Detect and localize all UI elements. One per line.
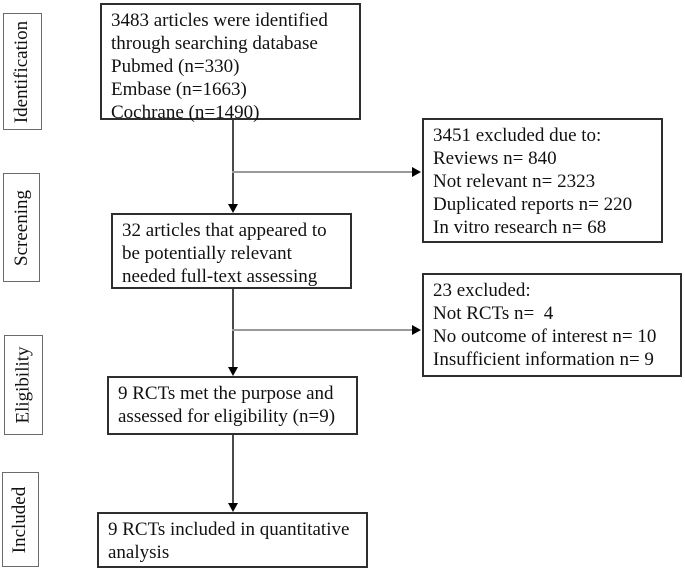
stage-label-identification: Identification bbox=[11, 20, 33, 123]
stage-label-screening: Screening bbox=[10, 189, 32, 266]
box-included-rcts: 9 RCTs included in quantitative analysis bbox=[97, 512, 368, 568]
arrowhead-right-to-excluded-screening-icon bbox=[412, 167, 421, 177]
arrowhead-right-to-excluded-eligibility-icon bbox=[412, 325, 421, 335]
stage-box-included: Included bbox=[2, 472, 39, 567]
box-articles-identified: 3483 articles were identified through se… bbox=[100, 3, 361, 123]
box-fulltext-assessed: 32 articles that appeared to be potentia… bbox=[111, 213, 352, 289]
connector-branch-to-excluded-screening bbox=[232, 171, 412, 173]
stage-box-identification: Identification bbox=[3, 13, 42, 130]
stage-label-included: Included bbox=[9, 486, 31, 553]
connector-branch-to-excluded-eligibility bbox=[232, 329, 412, 331]
stage-label-eligibility: Eligibility bbox=[12, 346, 34, 424]
connector-identified-to-fulltext bbox=[232, 120, 234, 204]
arrowhead-down-to-fulltext-icon bbox=[228, 204, 238, 213]
stage-box-eligibility: Eligibility bbox=[4, 335, 43, 435]
connector-eligible-to-included bbox=[232, 435, 234, 503]
arrowhead-down-to-included-icon bbox=[228, 503, 238, 512]
stage-box-screening: Screening bbox=[3, 173, 40, 282]
arrowhead-down-to-eligible-icon bbox=[228, 367, 238, 376]
box-excluded-screening: 3451 excluded due to: Reviews n= 840 Not… bbox=[422, 118, 663, 243]
box-excluded-eligibility: 23 excluded: Not RCTs n= 4 No outcome of… bbox=[422, 273, 682, 377]
connector-fulltext-to-eligible bbox=[232, 289, 234, 367]
box-eligible-rcts: 9 RCTs met the purpose and assessed for … bbox=[107, 376, 358, 435]
